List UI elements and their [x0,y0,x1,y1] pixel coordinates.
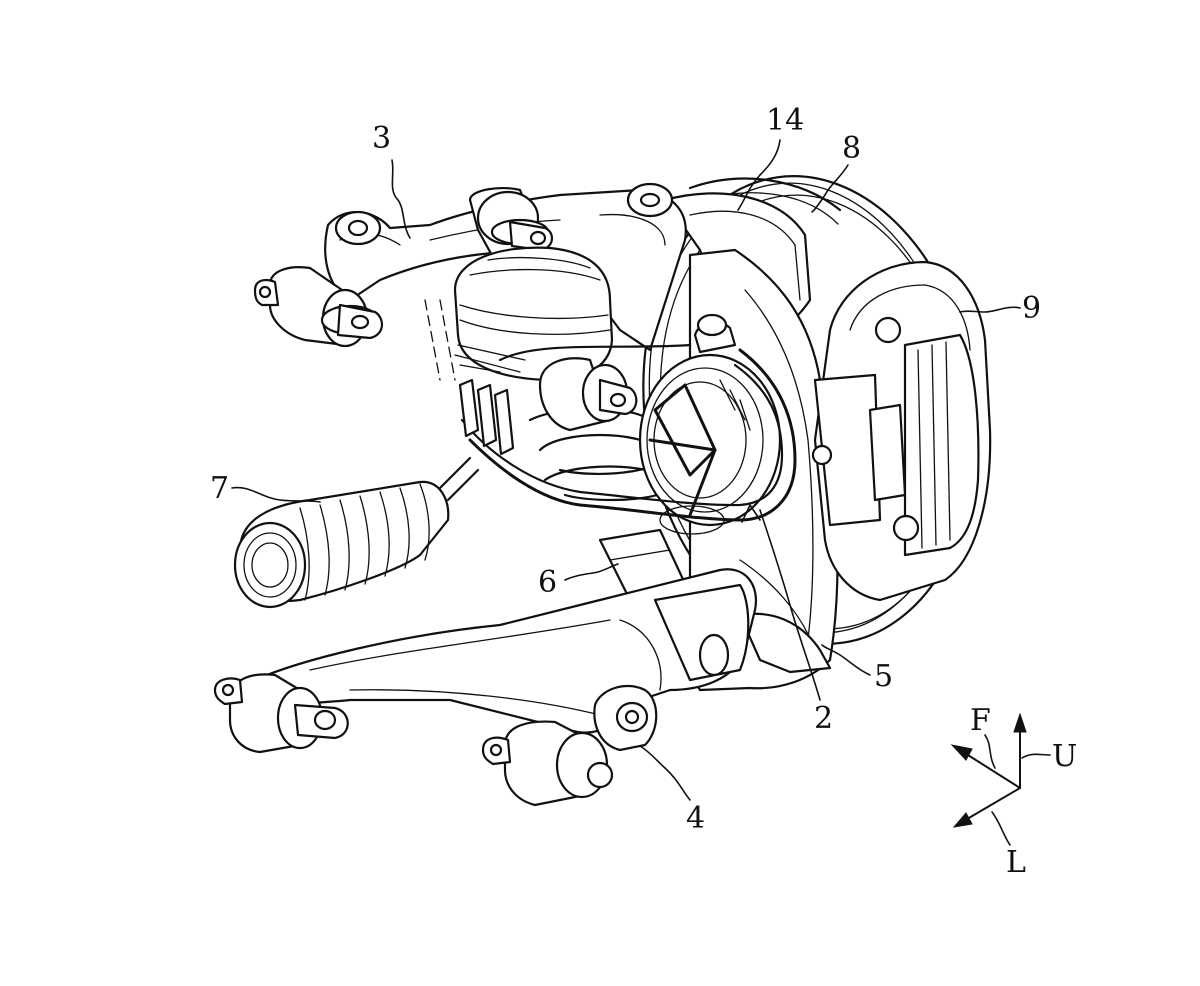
label-2: 2 [814,701,833,736]
upper-control-arm [253,182,687,352]
orientation-axes: F U L [950,703,1077,880]
label-7: 7 [210,471,229,506]
label-9: 9 [1022,291,1041,326]
tie-rod-boot [233,456,480,609]
label-3: 3 [372,121,391,156]
part-labels: 3 14 8 9 7 6 5 2 4 [210,103,1041,836]
wiring-harness [424,299,797,522]
link-bushing [538,357,638,432]
axis-label-f: F [970,703,991,738]
lower-control-arm [213,568,758,807]
axis-label-l: L [1006,845,1026,880]
hub-assembly [638,353,782,535]
label-14: 14 [766,103,804,138]
label-6: 6 [538,565,557,600]
leader-lines [231,139,1021,801]
axis-label-u: U [1052,739,1077,774]
brake-caliper [811,260,992,602]
label-5: 5 [874,659,893,694]
label-8: 8 [842,131,861,166]
label-4: 4 [686,801,705,836]
